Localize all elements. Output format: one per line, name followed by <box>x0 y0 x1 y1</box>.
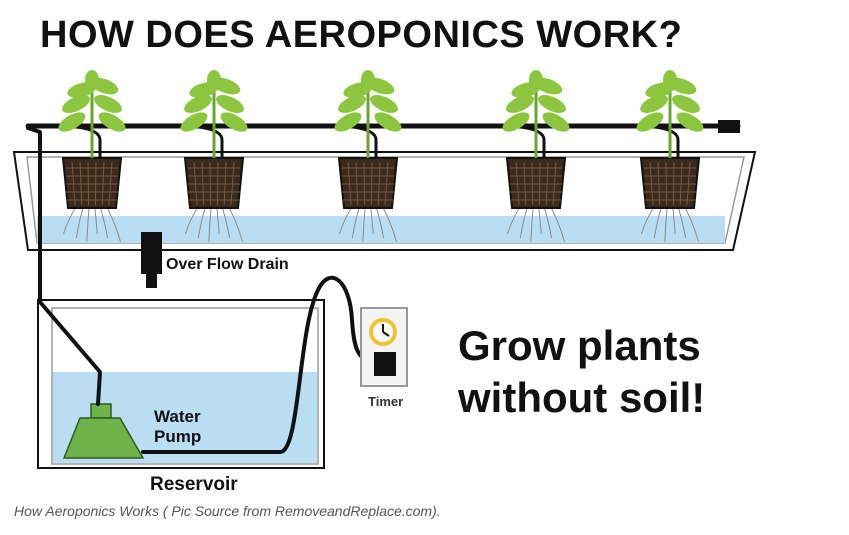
net-pot-mesh <box>510 161 562 206</box>
timer-device <box>360 307 408 387</box>
net-pot <box>639 157 701 209</box>
water-pump-label: Water Pump <box>154 407 201 447</box>
leaves-icon <box>502 70 570 132</box>
power-cord <box>141 275 380 454</box>
net-pot <box>337 157 399 209</box>
slogan-line2: without soil! <box>458 374 706 421</box>
roots <box>506 199 566 243</box>
leaves-icon <box>334 70 402 132</box>
net-pot-mesh <box>342 161 394 206</box>
plant <box>57 70 126 243</box>
plant <box>501 70 570 243</box>
reservoir-label: Reservoir <box>150 474 238 495</box>
net-pot-mesh <box>66 161 118 206</box>
leaves-icon <box>180 70 248 132</box>
net-pot <box>183 157 245 209</box>
timer-label: Timer <box>368 394 404 409</box>
net-pot-mesh <box>188 161 240 206</box>
slogan-line1: Grow plants <box>458 322 701 369</box>
plant <box>635 70 704 243</box>
image-caption: How Aeroponics Works ( Pic Source from R… <box>14 503 441 519</box>
net-pot-mesh <box>644 161 696 206</box>
water-pump-label-line1: Water <box>154 407 201 426</box>
net-pot <box>61 157 123 209</box>
supply-pipe <box>26 126 102 406</box>
page-title: HOW DOES AEROPONICS WORK? <box>40 14 683 56</box>
overflow-drain <box>141 232 162 288</box>
water-pump-label-line2: Pump <box>154 427 202 446</box>
header-pipe-end-cap <box>718 120 740 133</box>
water-pump <box>62 403 145 459</box>
plant <box>333 70 402 243</box>
trough-water <box>37 216 725 243</box>
slogan: Grow plants without soil! <box>458 320 705 424</box>
overflow-drain-label: Over Flow Drain <box>166 256 289 273</box>
plant <box>179 70 248 243</box>
timer-socket <box>374 352 396 376</box>
leaves-icon <box>58 70 126 132</box>
plant-row <box>57 70 704 243</box>
leaves-icon <box>636 70 704 132</box>
net-pot <box>505 157 567 209</box>
